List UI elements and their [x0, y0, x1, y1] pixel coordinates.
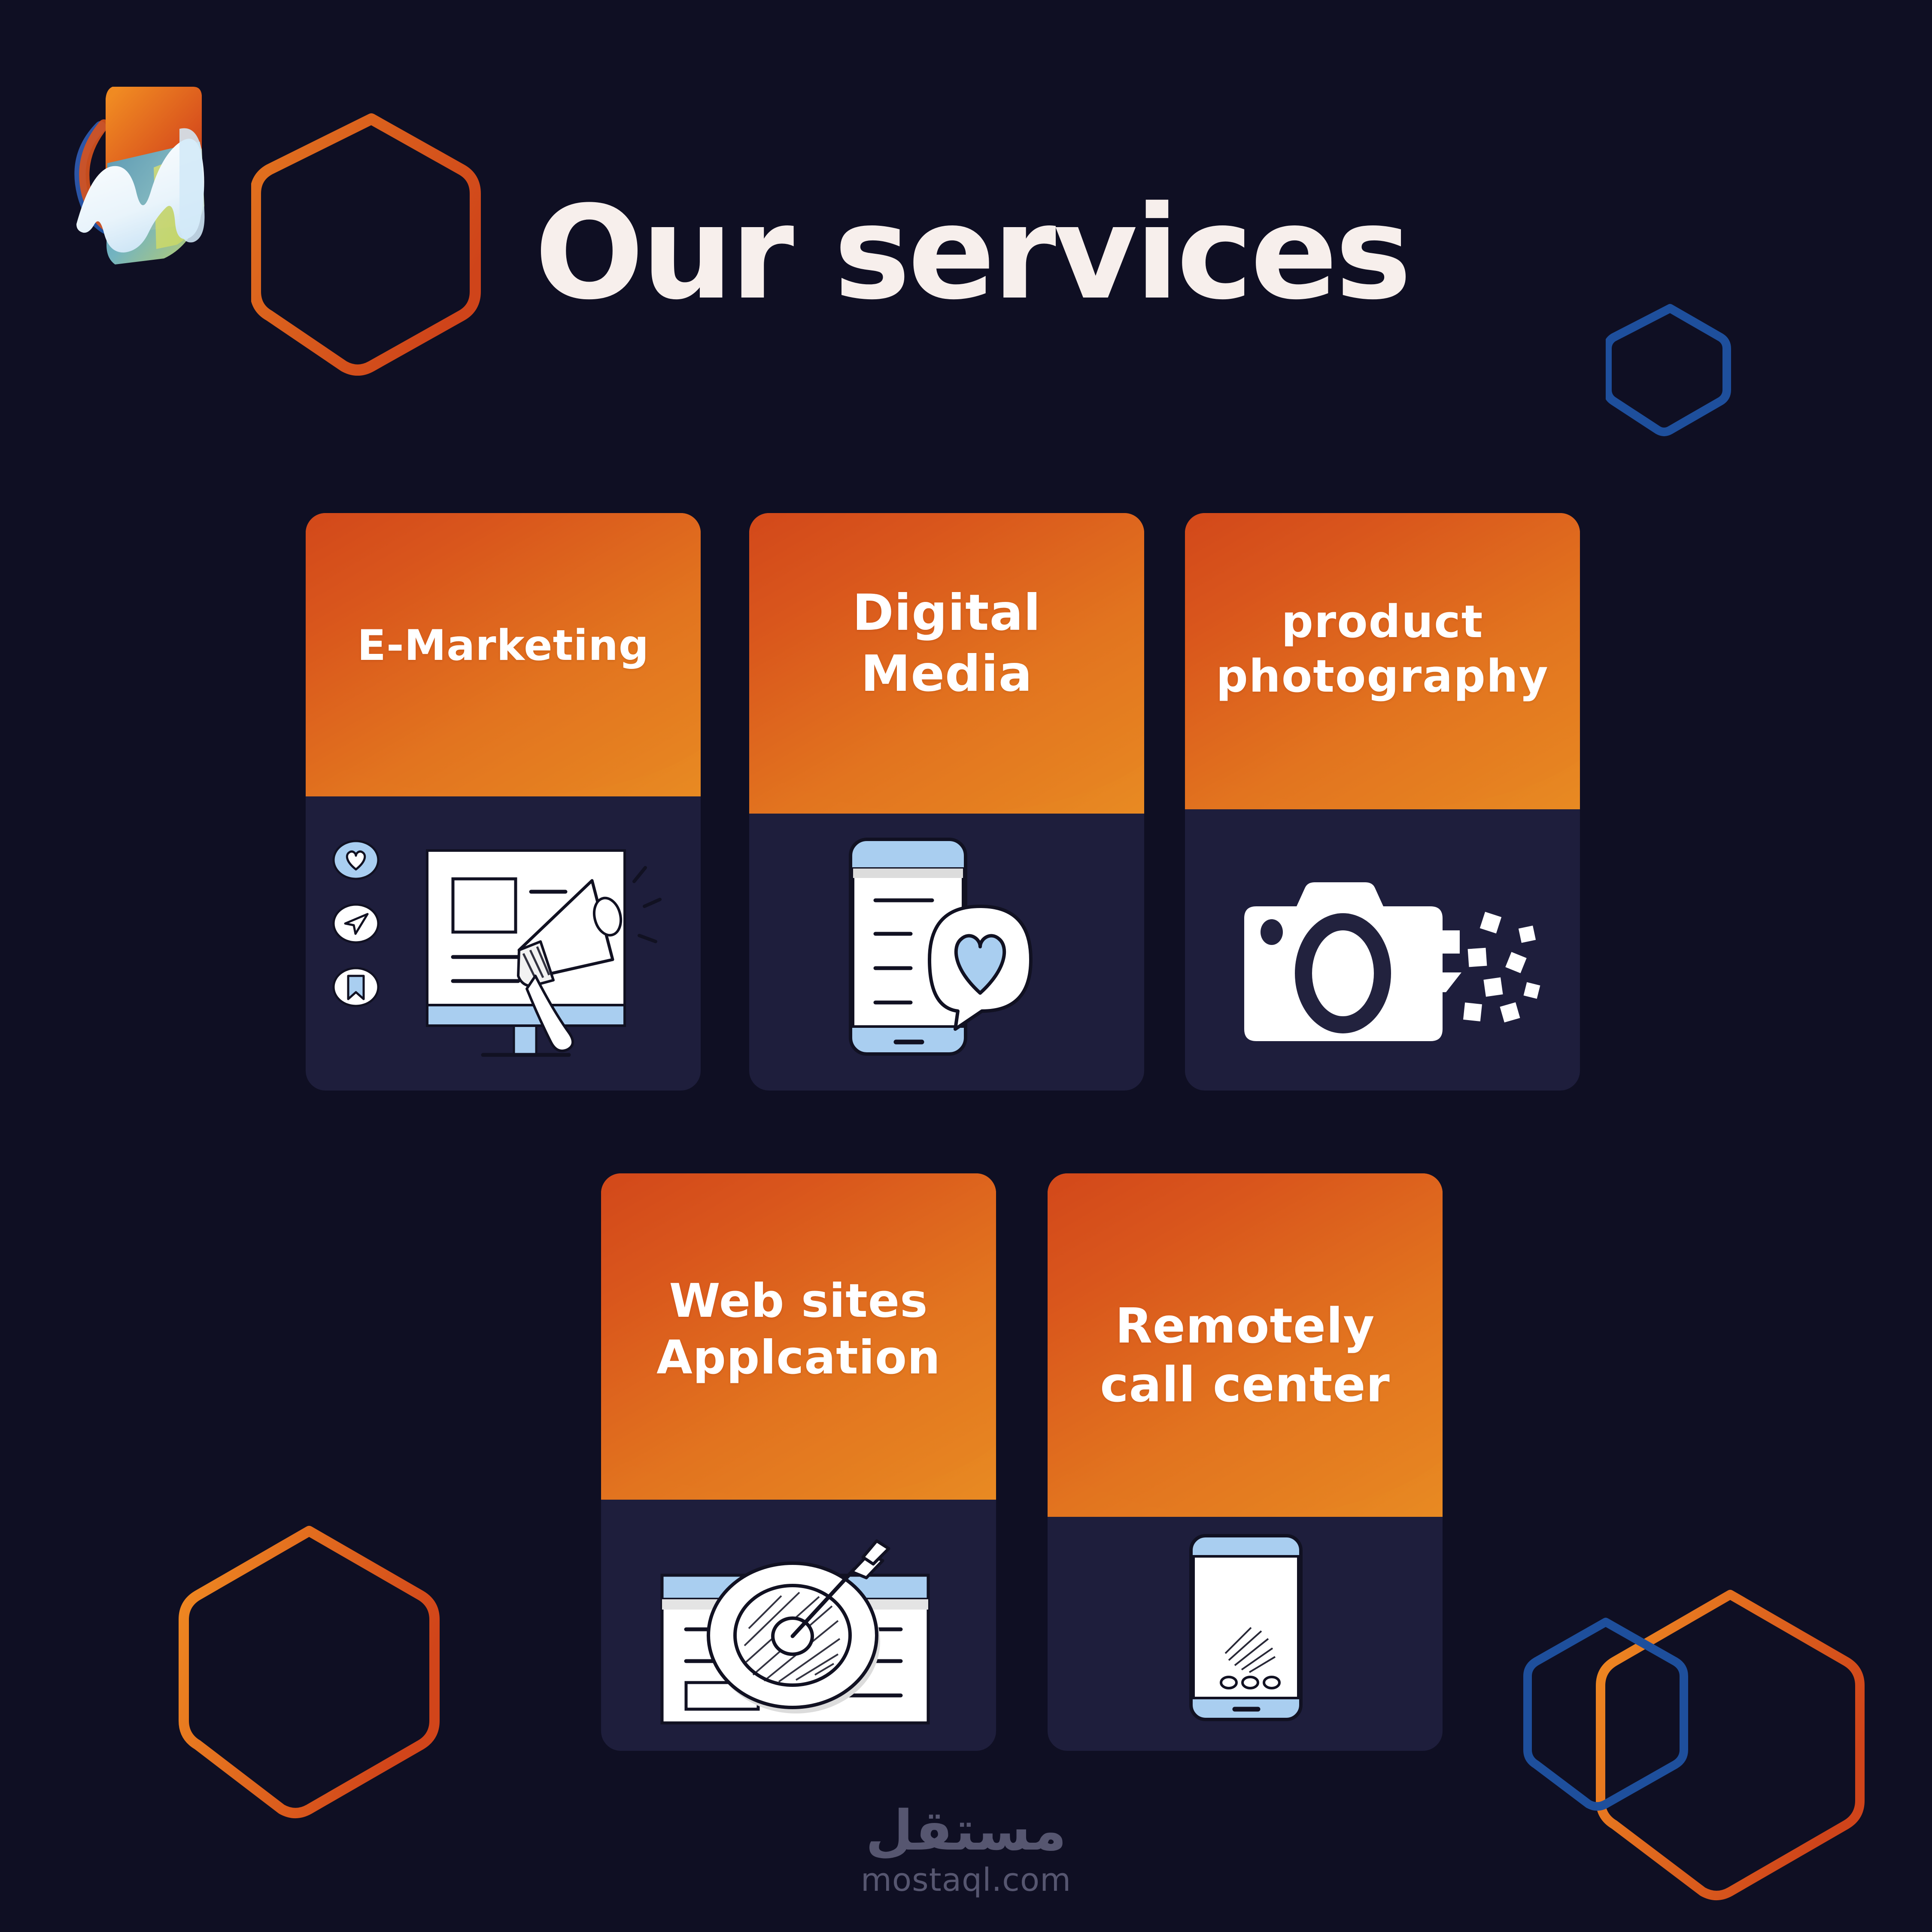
service-card-e-marketing[interactable]: E-Marketing: [306, 513, 701, 1091]
service-card-web-sites-application[interactable]: Web sites Applcation: [601, 1173, 996, 1751]
card-top-orange-panel: [1048, 1173, 1443, 1517]
service-card-remotely-call-center[interactable]: Remotely call center: [1048, 1173, 1443, 1751]
card-top-orange-panel: [601, 1173, 996, 1500]
service-card-label: product photography: [1185, 595, 1580, 704]
camera-confetti-illustration: [1244, 882, 1540, 1041]
service-card-label-line: Media: [860, 644, 1033, 703]
watermark-url: mostaql.com: [860, 1862, 1072, 1899]
heart-icon: [332, 840, 380, 880]
monitor-megaphone-illustration: [426, 849, 662, 1057]
mostaql-watermark: مستقل mostaql.com: [0, 1802, 1932, 1899]
company-logo-m-wave: [74, 87, 205, 264]
service-card-digital-media[interactable]: Digital Media: [749, 513, 1144, 1091]
service-card-label: Remotely call center: [1048, 1297, 1443, 1414]
service-card-product-photography[interactable]: product photography: [1185, 513, 1580, 1091]
service-card-label-line: Digital: [852, 584, 1041, 642]
page-title: Our services: [535, 178, 1412, 328]
service-card-label-line: call center: [1100, 1357, 1390, 1413]
service-card-label-line: Web sites: [669, 1274, 928, 1328]
phone-heart-chat-illustration: [849, 838, 1033, 1056]
header: Our services: [0, 0, 1932, 421]
watermark-arabic-brand: مستقل: [865, 1798, 1067, 1863]
phone-dots-illustration: [1189, 1534, 1303, 1721]
hexagon-bottom-right-blue: [1523, 1618, 1688, 1811]
hexagon-bottom-left: [179, 1526, 440, 1818]
card-top-orange-panel: [1185, 513, 1580, 809]
service-card-label: Digital Media: [749, 583, 1144, 704]
service-card-label: Web sites Applcation: [601, 1273, 996, 1386]
hexagon-logo-outline: [251, 113, 481, 376]
service-card-label-line: Remotely: [1115, 1298, 1375, 1354]
service-card-label: E-Marketing: [357, 621, 649, 670]
social-icons-group: [332, 840, 380, 1007]
card-top-orange-panel: [749, 513, 1144, 814]
browser-target-arrow-illustration: [660, 1539, 930, 1725]
service-card-label-line: photography: [1216, 650, 1549, 702]
service-card-label-line: Applcation: [656, 1331, 941, 1385]
card-top-orange-panel: [306, 513, 701, 796]
send-icon: [332, 903, 380, 944]
bookmark-icon: [332, 967, 380, 1007]
service-card-label-line: product: [1281, 595, 1484, 648]
